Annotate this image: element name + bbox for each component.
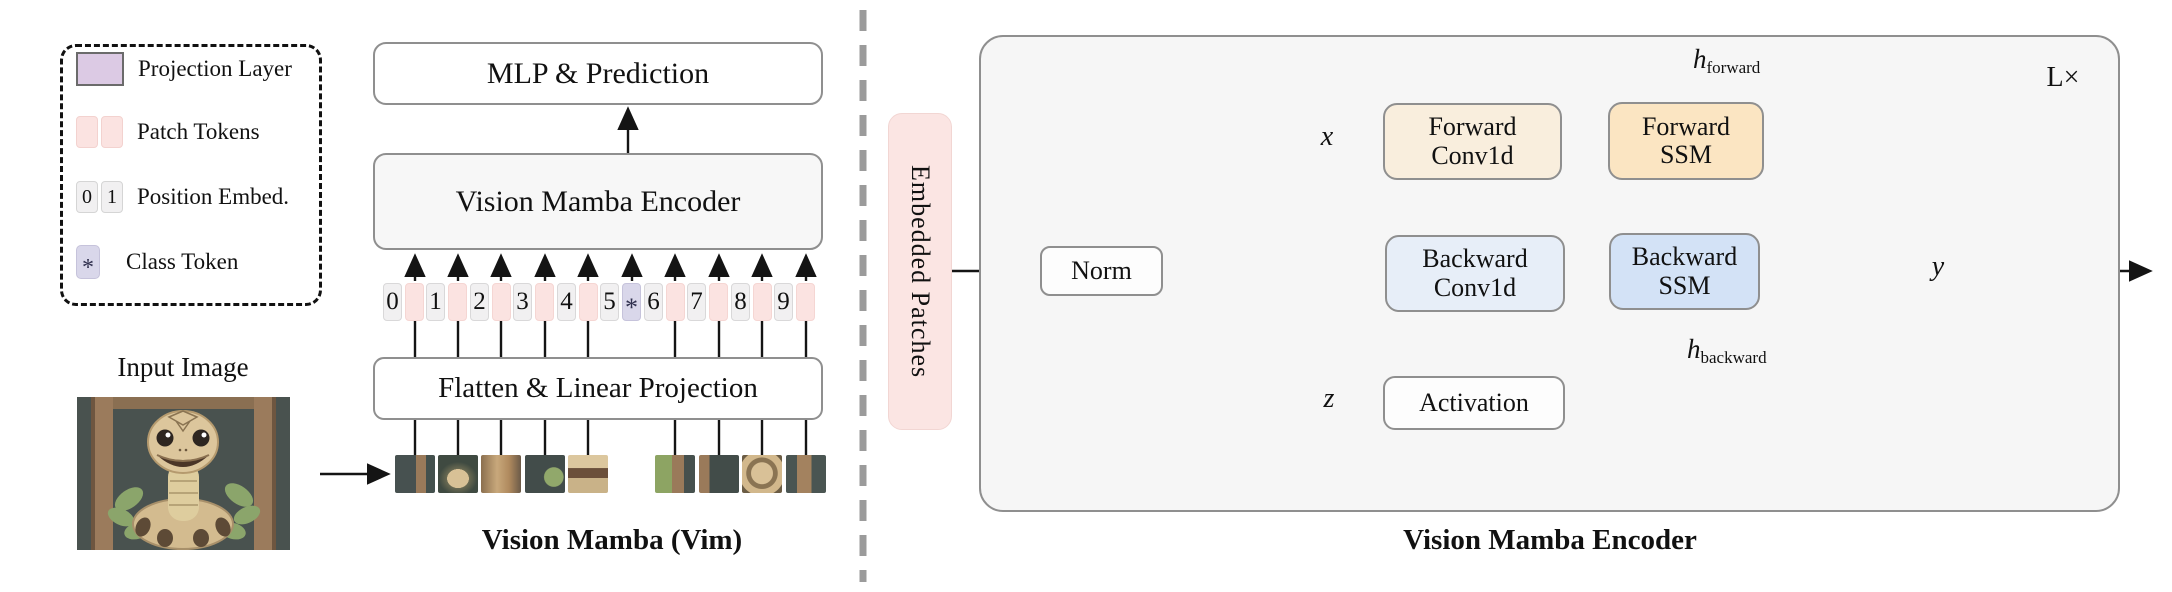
patch-token — [709, 283, 728, 321]
forward-ssm-box: Forward SSM — [1608, 102, 1764, 180]
image-patch-1 — [395, 455, 435, 493]
patch-token-swatch — [76, 116, 123, 148]
legend-item-position-embed: 0 1 Position Embed. — [76, 180, 289, 214]
image-patch-4 — [525, 455, 565, 493]
legend-label: Patch Tokens — [137, 119, 260, 144]
legend-item-class-token: * Class Token — [76, 245, 239, 281]
position-embed-token: 7 — [687, 283, 706, 321]
position-embed-token: 6 — [644, 283, 663, 321]
snake-illustration — [77, 397, 290, 550]
activation-box: Activation — [1383, 376, 1565, 430]
position-embed-token: 9 — [774, 283, 793, 321]
patch-token — [796, 283, 815, 321]
position-embed-token: 4 — [557, 283, 576, 321]
image-patch-8 — [742, 455, 782, 493]
patch-token — [405, 283, 424, 321]
patch-token — [666, 283, 685, 321]
input-image — [77, 397, 290, 550]
class-token: * — [622, 283, 641, 322]
projection-layer-swatch — [76, 52, 124, 86]
x-label: x — [1320, 121, 1334, 152]
mlp-prediction-box: MLP & Prediction — [373, 42, 823, 105]
legend — [60, 44, 322, 306]
h-forward-label: hforward — [1693, 44, 1761, 77]
position-embed-token: 8 — [731, 283, 750, 321]
image-patch-9 — [786, 455, 826, 493]
legend-label: Class Token — [126, 249, 239, 274]
h-backward-label: hbackward — [1687, 334, 1767, 367]
position-embed-token: 1 — [426, 283, 445, 321]
forward-conv1d-box: Forward Conv1d — [1383, 103, 1562, 180]
vision-mamba-encoder-box: Vision Mamba Encoder — [373, 153, 823, 250]
patch-token — [753, 283, 772, 321]
class-token-swatch: * — [76, 245, 100, 281]
y-label: y — [1931, 251, 1945, 282]
image-patch-5 — [568, 455, 608, 493]
patch-token — [448, 283, 467, 321]
backward-conv1d-box: Backward Conv1d — [1385, 235, 1565, 312]
position-embed-token: 5 — [600, 283, 619, 321]
embedded-patches-box: Embedded Patches — [888, 113, 952, 430]
image-patch-7 — [699, 455, 739, 493]
right-caption: Vision Mamba Encoder — [1403, 524, 1697, 556]
left-caption: Vision Mamba (Vim) — [481, 524, 743, 556]
legend-label: Position Embed. — [137, 184, 290, 209]
position-embed-token: 2 — [470, 283, 489, 321]
z-label: z — [1323, 383, 1335, 414]
flatten-linear-projection-box: Flatten & Linear Projection — [373, 357, 823, 420]
legend-item-patch-tokens: Patch Tokens — [76, 115, 260, 149]
image-patch-3 — [481, 455, 521, 493]
repeat-count-label: L× — [2046, 62, 2080, 93]
position-embed-token: 3 — [513, 283, 532, 321]
patch-token — [492, 283, 511, 321]
legend-label: Projection Layer — [138, 56, 292, 81]
position-embed-swatch: 0 1 — [76, 181, 123, 213]
backward-ssm-box: Backward SSM — [1609, 233, 1760, 310]
legend-item-projection-layer: Projection Layer — [76, 52, 292, 86]
patch-token — [535, 283, 554, 321]
image-patch-2 — [438, 455, 478, 493]
image-patch-6 — [655, 455, 695, 493]
patch-token — [579, 283, 598, 321]
input-image-label: Input Image — [117, 352, 249, 382]
position-embed-token: 0 — [383, 283, 402, 321]
norm-box: Norm — [1040, 246, 1163, 296]
embedded-patches-label: Embedded Patches — [906, 164, 935, 379]
